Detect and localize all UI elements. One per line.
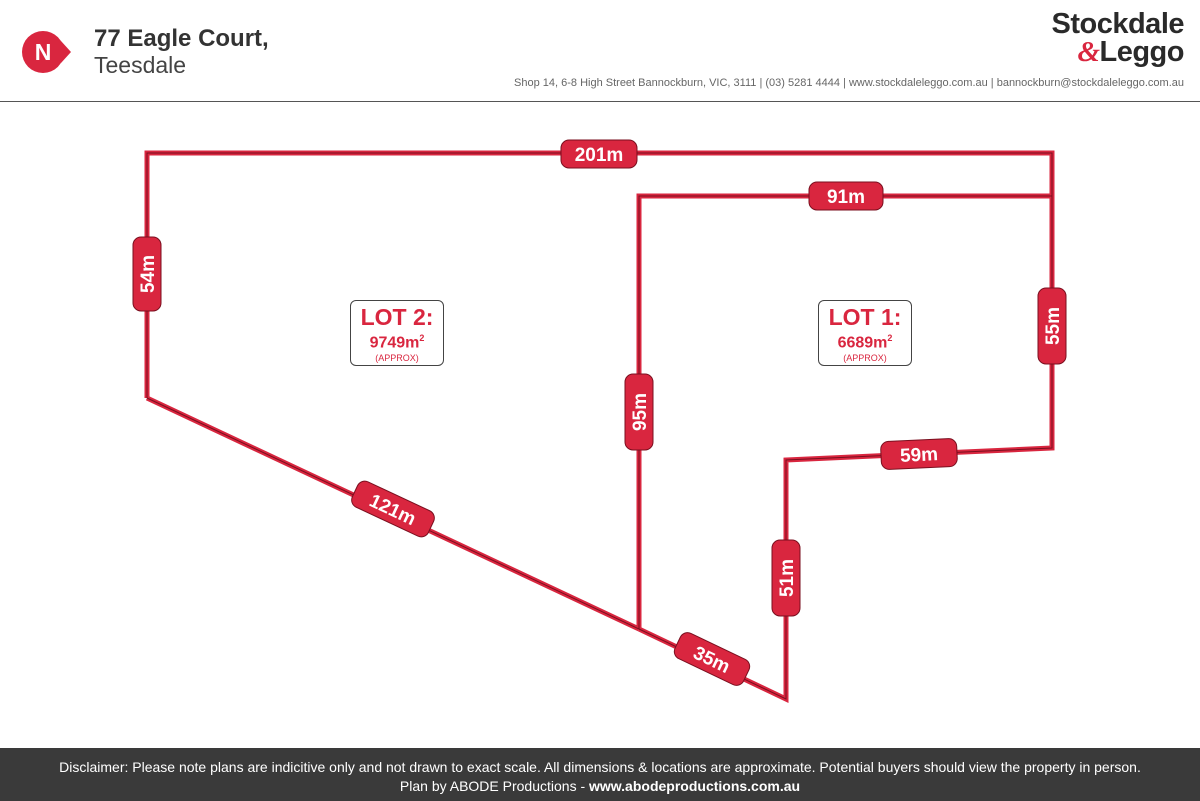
lot-1-area: 6689m2 — [819, 329, 911, 352]
dimension-label: 95m — [630, 393, 651, 431]
brand-line-1: Stockdale — [1051, 8, 1185, 40]
dimension-201m: 201m — [560, 139, 638, 169]
dimension-51m: 51m — [771, 539, 801, 617]
dimension-95m: 95m — [624, 373, 654, 451]
address-line-1: 77 Eagle Court, — [94, 25, 269, 52]
dimension-35m: 35m — [673, 632, 751, 686]
lot-1-label: LOT 1: 6689m2 (APPROX) — [818, 300, 912, 366]
lot-2-area-value: 9749m — [369, 334, 420, 352]
address-line-2: Teesdale — [94, 52, 187, 78]
lot-1-area-unit-sup: 2 — [887, 333, 893, 343]
lot-2-area: 9749m2 — [351, 329, 443, 352]
dimension-label: 51m — [777, 559, 798, 597]
dimension-label: 59m — [900, 444, 939, 467]
site-plan-svg: 201m 91m 54m 55m 95m 59m 51m 121m — [132, 139, 1067, 703]
brand-logo: Stockdale &Leggo — [1051, 8, 1185, 68]
dimension-121m: 121m — [351, 480, 435, 538]
contact-details: Shop 14, 6-8 High Street Bannockburn, VI… — [514, 77, 1184, 89]
north-arrow-icon: N — [22, 31, 71, 73]
lot-1-approx-note: (APPROX) — [843, 353, 887, 364]
dimension-label: 201m — [575, 145, 624, 166]
dimension-54m: 54m — [132, 236, 162, 312]
footer: Disclaimer: Please note plans are indici… — [0, 748, 1200, 801]
lot-2-area-unit-sup: 2 — [419, 333, 425, 343]
lot-2-boundary-outer — [144, 150, 1055, 703]
plan-credit: Plan by ABODE Productions - www.abodepro… — [0, 778, 1200, 794]
lot-2-title: LOT 2: — [360, 304, 434, 330]
dimension-label: 54m — [138, 255, 159, 293]
disclaimer-text: Disclaimer: Please note plans are indici… — [59, 759, 1141, 775]
lot-1-title: LOT 1: — [828, 304, 902, 330]
north-glyph: N — [35, 39, 52, 65]
dimension-label: 55m — [1043, 307, 1064, 345]
lot-2-label: LOT 2: 9749m2 (APPROX) — [350, 300, 444, 366]
plan-credit-prefix: Plan by ABODE Productions - — [399, 778, 590, 794]
site-plan: 201m 91m 54m 55m 95m 59m 51m 121m — [0, 102, 1200, 748]
boundary-lines — [144, 150, 1055, 703]
plan-credit-link[interactable]: www.abodeproductions.com.au — [589, 778, 801, 794]
header: N 77 Eagle Court, Teesdale Stockdale &Le… — [0, 0, 1200, 102]
dimension-91m: 91m — [808, 181, 884, 211]
lot-2-approx-note: (APPROX) — [375, 353, 419, 364]
dimension-59m: 59m — [880, 438, 958, 470]
brand-line-2: &Leggo — [1052, 36, 1185, 68]
dimension-label: 91m — [827, 187, 865, 208]
boundary-lines-inner — [146, 152, 1053, 700]
brand-ampersand: & — [1077, 36, 1100, 68]
brand-line-2-text: Leggo — [1099, 36, 1185, 68]
lot-1-area-value: 6689m — [837, 334, 888, 352]
lot-1-inner-boundary — [636, 193, 1052, 629]
dimension-55m: 55m — [1037, 287, 1067, 365]
